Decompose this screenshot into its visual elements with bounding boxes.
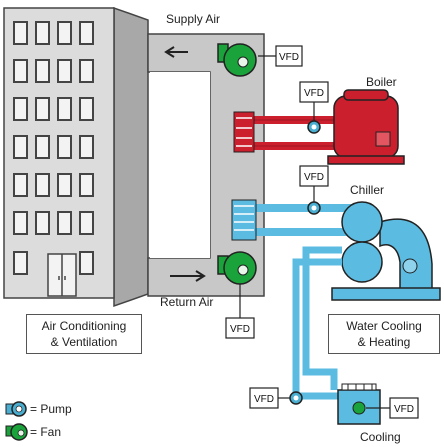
chilled-water-loop <box>231 199 356 241</box>
vfd-return-fan: VFD <box>225 284 255 339</box>
legend-fan-icon <box>5 423 28 441</box>
svg-text:VFD: VFD <box>304 88 324 99</box>
cooling-tower-icon <box>337 383 381 425</box>
ac-caption-line1: Air Conditioning <box>41 319 127 333</box>
boiler-icon <box>327 89 405 165</box>
vfd-chiller-pump: VFD <box>299 165 329 202</box>
return-air-arrow <box>170 270 206 282</box>
ac-caption-line2: & Ventilation <box>50 335 118 349</box>
supply-air-label: Supply Air <box>166 12 220 26</box>
chiller-pump-icon <box>307 201 321 215</box>
vfd-cooling-pump: VFD <box>249 387 290 409</box>
svg-text:VFD: VFD <box>254 394 274 405</box>
svg-text:VFD: VFD <box>230 324 250 335</box>
cooling-label: Cooling <box>360 430 401 444</box>
boiler-pump-icon <box>307 120 321 134</box>
boiler-label: Boiler <box>366 75 397 89</box>
building-door <box>47 253 77 297</box>
return-air-label: Return Air <box>160 295 213 309</box>
cooling-water-loop <box>292 246 346 400</box>
water-cooling-heating-caption: Water Cooling & Heating <box>328 314 440 354</box>
ac-ventilation-caption: Air Conditioning & Ventilation <box>26 314 142 354</box>
svg-text:VFD: VFD <box>304 172 324 183</box>
legend-pump-icon <box>5 401 27 417</box>
water-caption-line2: & Heating <box>357 335 411 349</box>
cooling-pump-icon <box>289 391 303 405</box>
building-windows <box>13 21 94 275</box>
supply-fan-icon <box>217 43 257 77</box>
water-caption-line1: Water Cooling <box>346 319 422 333</box>
legend-pump-label: = Pump <box>30 402 72 416</box>
chiller-icon <box>331 201 441 301</box>
vfd-supply-fan: VFD <box>258 45 303 67</box>
chiller-label: Chiller <box>350 183 384 197</box>
vfd-boiler-pump: VFD <box>299 81 329 121</box>
legend-fan-label: = Fan <box>30 425 62 439</box>
supply-air-arrow <box>164 46 188 58</box>
return-fan-icon <box>217 251 257 285</box>
vfd-cooling-fan: VFD <box>366 397 419 419</box>
building <box>3 6 149 308</box>
svg-text:VFD: VFD <box>394 404 414 415</box>
svg-text:VFD: VFD <box>279 52 299 63</box>
